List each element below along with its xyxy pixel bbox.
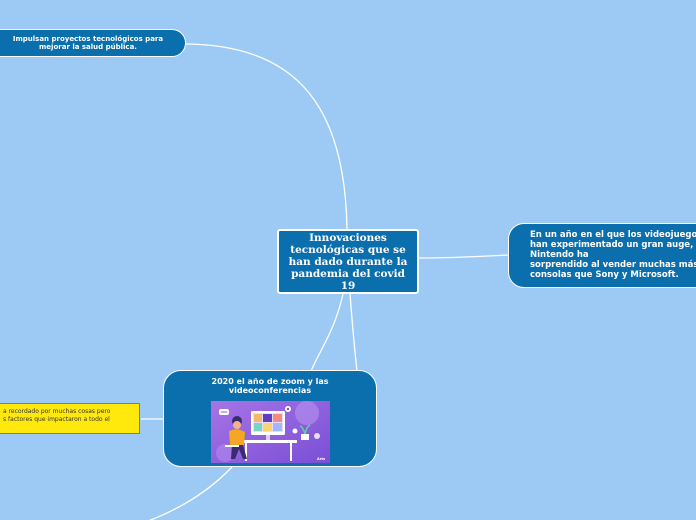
topic-videogames-line-5: consolas que Sony y Microsoft. — [530, 270, 679, 280]
central-topic-line-2: tecnológicas que se — [290, 243, 406, 256]
link-zoom-to-bottom-left — [148, 466, 233, 520]
central-topic[interactable]: Innovaciones tecnológicas que se han dad… — [277, 229, 419, 294]
link-central-to-bottom — [349, 293, 358, 372]
topic-videogames-line-3: Nintendo ha — [530, 250, 589, 260]
topic-videogames-line-1: En un año en el que los videojuegos — [530, 230, 696, 240]
central-topic-line-3: han dado durante la — [288, 255, 408, 268]
videoconference-illustration: Arts — [211, 401, 330, 463]
image-logo-text: Arts — [317, 457, 325, 461]
topic-zoom-videoconferences[interactable]: 2020 el año de zoom y las videoconferenc… — [163, 370, 377, 467]
note-zoom-context[interactable]: a recordado por muchas cosas pero s fact… — [0, 403, 140, 434]
topic-zoom-title: 2020 el año de zoom y las videoconferenc… — [211, 377, 329, 395]
topic-public-health-line-2: mejorar la salud pública. — [39, 43, 137, 51]
note-line-2: s factores que impactaron a todo el — [3, 415, 110, 423]
central-topic-line-1: Innovaciones — [309, 231, 387, 244]
topic-public-health[interactable]: Impulsan proyectos tecnológicos para mej… — [0, 29, 186, 57]
link-central-to-right — [418, 254, 510, 259]
central-topic-line-4: pandemia del covid 19 — [291, 267, 405, 292]
topic-videogames-line-4: sorprendido al vender muchas más — [530, 260, 696, 270]
topic-public-health-line-1: Impulsan proyectos tecnológicos para — [12, 34, 164, 43]
topic-videogames[interactable]: En un año en el que los videojuegos han … — [508, 223, 696, 288]
link-central-to-top — [185, 43, 348, 230]
topic-videogames-line-2: han experimentado un gran auge, — [530, 240, 694, 250]
link-central-to-zoom — [310, 293, 344, 372]
note-line-1: a recordado por muchas cosas pero — [3, 408, 111, 415]
